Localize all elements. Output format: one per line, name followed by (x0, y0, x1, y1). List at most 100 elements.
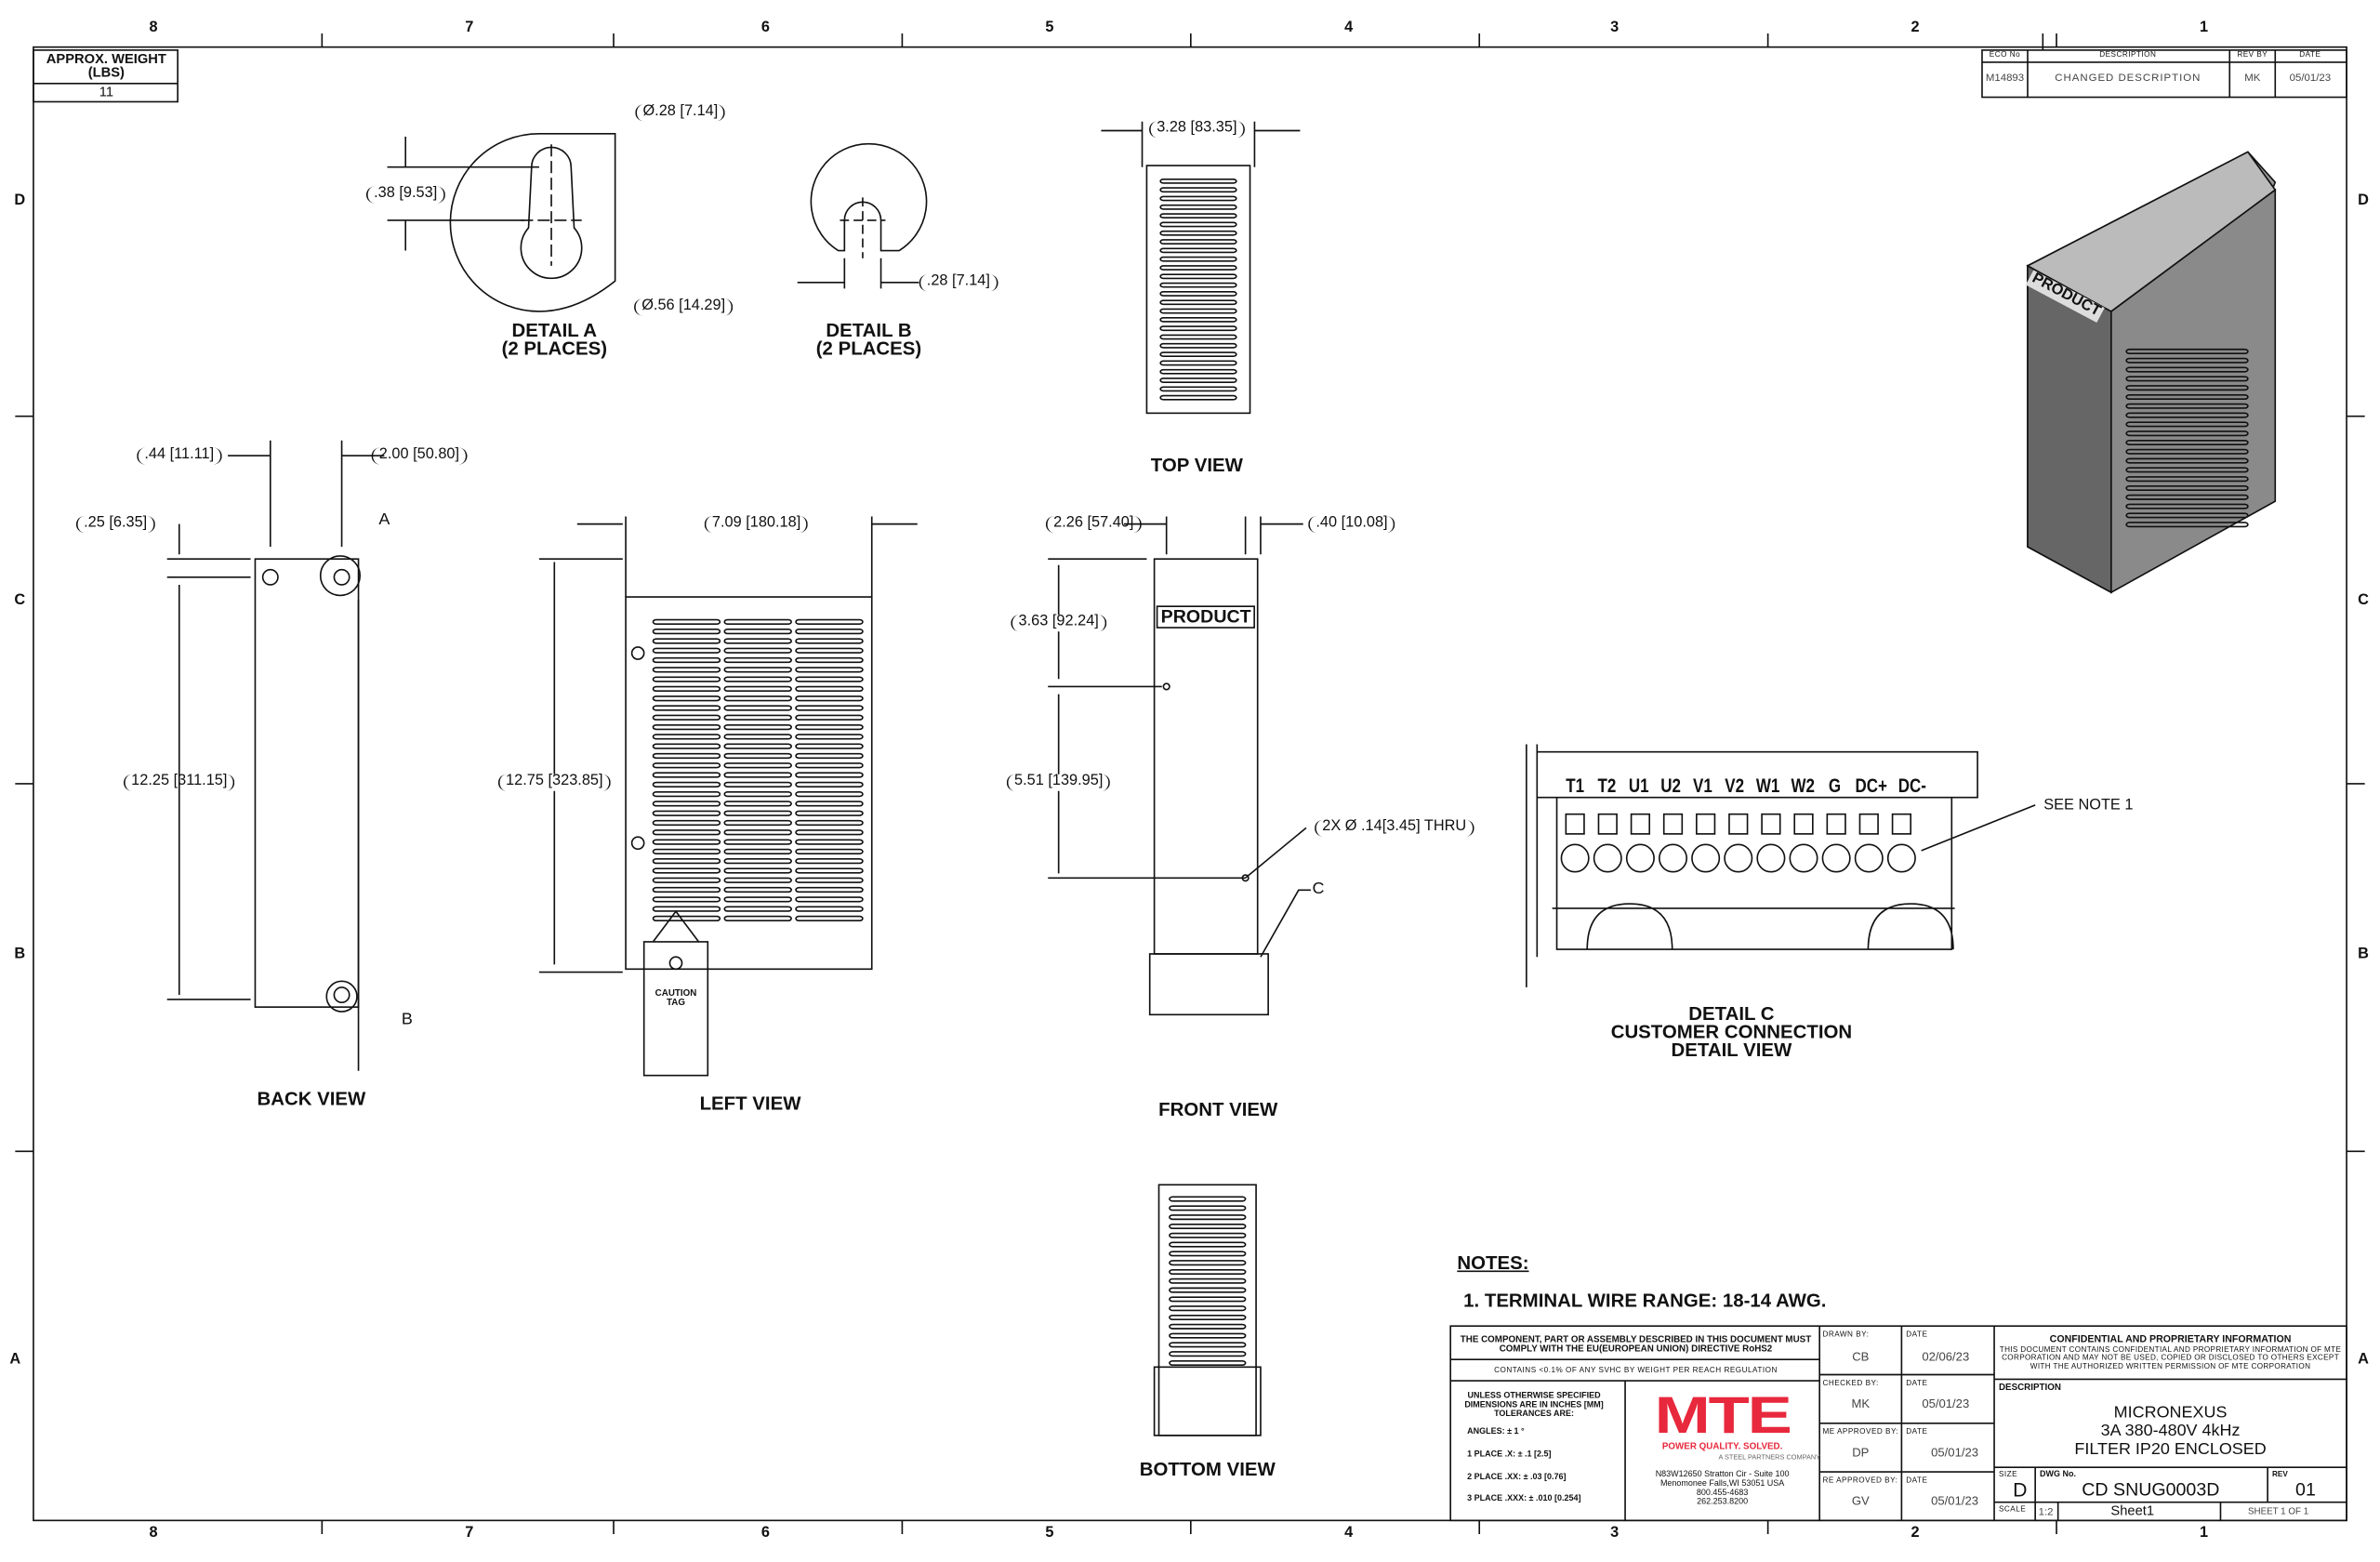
rohs-statement: THE COMPONENT, PART OR ASSEMBLY DESCRIBE… (1460, 1336, 1812, 1356)
terminal-clamp (1891, 813, 1912, 835)
vent-slot (795, 695, 864, 702)
vent-slot (723, 743, 792, 749)
vent-slot (652, 867, 721, 874)
dim-front-thru-holes: 2X Ø .14[3.45] THRU (1315, 819, 1474, 836)
vent-slot (795, 752, 864, 760)
zone-col-4: 4 (1344, 19, 1354, 36)
vent-slot (723, 705, 792, 711)
vent-slot (723, 629, 792, 635)
vent-slot (723, 915, 792, 922)
vent-slot (1159, 299, 1237, 306)
terminal-screw-icon (1821, 843, 1851, 873)
vent-slot (1169, 1305, 1247, 1312)
tol-3-place: 3 PLACE .XXX: ± .010 [0.254] (1467, 1494, 1581, 1504)
title-block-lines (1449, 1325, 2347, 1522)
terminal-w1: W1 (1755, 774, 1780, 797)
vent-slot (652, 618, 721, 625)
vent-slot (652, 734, 721, 740)
iso-vents (2125, 348, 2249, 528)
notes-heading: NOTES: (1457, 1251, 1529, 1274)
terminal-dc-minus: DC- (1897, 774, 1926, 797)
vent-slot (723, 647, 792, 654)
vent-slot (2125, 439, 2249, 446)
vent-slot (1159, 334, 1237, 340)
left-view-vents (652, 618, 864, 922)
detail-b-sub: (2 PLACES) (815, 338, 922, 360)
vent-slot (2125, 376, 2249, 382)
scale-label: SCALE (1998, 1504, 2027, 1515)
detail-b-title: DETAIL B (826, 319, 912, 341)
vent-slot (795, 743, 864, 749)
dim-front-top-hole: 3.63 [92.24] (1011, 614, 1107, 631)
vent-slot (1159, 204, 1237, 210)
vent-slot (1169, 1296, 1247, 1303)
detail-c-title: DETAIL C (1688, 1002, 1775, 1025)
terminal-screw-icon (1854, 843, 1884, 873)
zone-row-a: A (9, 1351, 21, 1369)
vent-slot (1159, 282, 1237, 288)
vent-slot (723, 896, 792, 903)
me-date-label: DATE (1906, 1427, 1928, 1437)
dim-back-top-offset: .25 [6.35] (75, 515, 155, 533)
vent-slot (2125, 457, 2249, 464)
rev-header-eco: ECO No (1989, 50, 2021, 60)
terminal-clamp (1662, 813, 1684, 835)
vent-slot (1169, 1214, 1247, 1221)
left-view-geometry (538, 516, 918, 1077)
vent-slot (795, 723, 864, 731)
terminal-w2: W2 (1791, 774, 1815, 797)
terminal-screw-icon (1756, 843, 1786, 873)
vent-slot (1169, 1251, 1247, 1257)
vent-slot (2125, 503, 2249, 510)
vent-slot (2125, 522, 2249, 528)
terminal-screw-icon (1593, 843, 1622, 873)
see-note-1: SEE NOTE 1 (2043, 797, 2134, 814)
vent-slot (795, 877, 864, 883)
dim-front-hole-pitch: 5.51 [139.95] (1006, 774, 1111, 790)
dwg-number: CD SNUG0003D (2082, 1478, 2220, 1501)
vent-slot (1169, 1287, 1247, 1293)
vent-slot (1169, 1232, 1247, 1238)
re-date-label: DATE (1906, 1476, 1928, 1486)
vent-slot (1169, 1205, 1247, 1211)
vent-slot (723, 858, 792, 865)
terminal-screw-icon (1625, 843, 1655, 873)
vent-slot (1159, 394, 1237, 401)
checked-by: MK (1851, 1397, 1871, 1411)
bottom-view-vents (1169, 1196, 1247, 1367)
vent-slot (1169, 1268, 1247, 1276)
me-approved-by: DP (1852, 1445, 1870, 1460)
vent-slot (795, 790, 864, 798)
vent-slot (2125, 494, 2249, 500)
vent-slot (652, 877, 721, 883)
vent-slot (723, 819, 792, 827)
vent-slot (795, 867, 864, 874)
terminal-screw-icon (1789, 843, 1818, 873)
zone-col-7: 7 (465, 19, 474, 36)
detail-c-geometry (1526, 744, 2036, 987)
zone-col-5-bottom: 5 (1045, 1524, 1054, 1542)
vent-slot (2125, 412, 2249, 418)
vent-slot (652, 685, 721, 693)
vent-slot (1169, 1277, 1247, 1284)
front-product-label: PRODUCT (1156, 605, 1256, 629)
terminal-blocks (1560, 813, 1916, 873)
re-approved-label: RE APPROVED BY: (1822, 1476, 1898, 1486)
zone-row-c-right: C (2358, 591, 2369, 609)
zone-row-b: B (14, 946, 26, 963)
top-view-vents (1159, 178, 1237, 401)
vent-slot (2125, 393, 2249, 400)
address-phone-2: 262.253.8200 (1697, 1498, 1749, 1507)
weight-value: 11 (99, 84, 113, 99)
vent-slot (2125, 484, 2249, 492)
vent-slot (1159, 291, 1237, 297)
me-approved-date: 05/01/23 (1931, 1445, 1979, 1460)
vent-slot (723, 723, 792, 731)
vent-slot (795, 848, 864, 855)
vent-slot (1159, 316, 1237, 323)
vent-slot (795, 819, 864, 827)
vent-slot (795, 629, 864, 635)
vent-slot (1159, 213, 1237, 219)
vent-slot (795, 772, 864, 778)
dim-back-height: 12.25 [311.15] (123, 774, 235, 790)
